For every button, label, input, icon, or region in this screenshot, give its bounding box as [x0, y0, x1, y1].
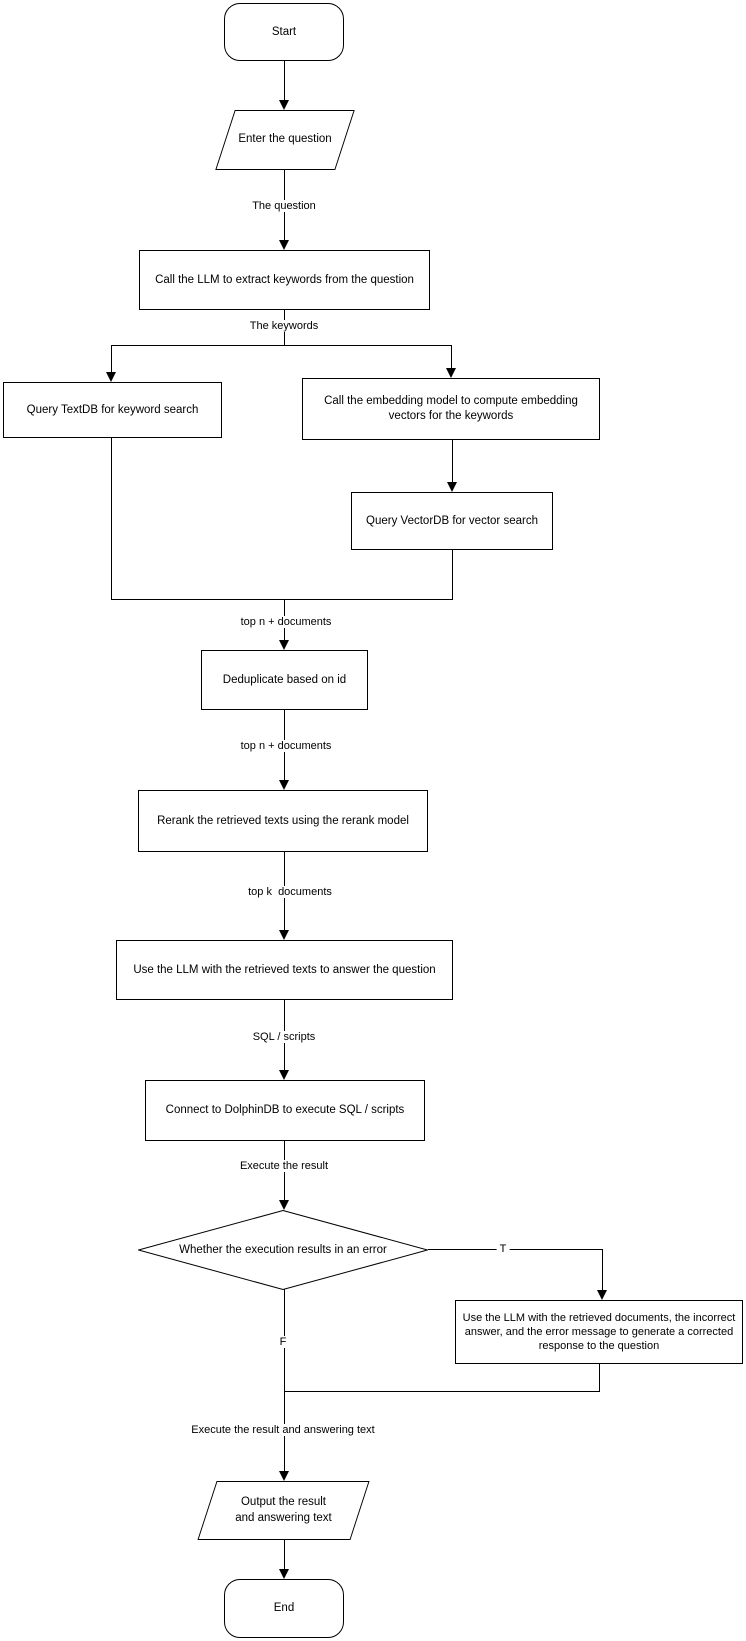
arrowhead-error-check	[279, 1200, 289, 1210]
node-rerank: Rerank the retrieved texts using the rer…	[138, 790, 428, 852]
node-query-vectordb: Query VectorDB for vector search	[351, 492, 553, 550]
flow-line-start-to-enter	[284, 61, 285, 103]
arrowhead-deduplicate	[279, 640, 289, 650]
node-deduplicate: Deduplicate based on id	[201, 650, 368, 710]
edge-label-execute-result: Execute the result	[236, 1160, 332, 1172]
flow-line-branch-merge	[111, 599, 453, 600]
node-query-textdb: Query TextDB for keyword search	[3, 382, 222, 438]
node-error-check-label: Whether the execution results in an erro…	[179, 1244, 387, 1256]
node-output-result-label: Output the result and answering text	[197, 1481, 370, 1540]
arrowhead-enter-question	[279, 100, 289, 110]
arrowhead-rerank	[279, 780, 289, 790]
edge-label-execute-result-answering: Execute the result and answering text	[188, 1424, 378, 1436]
arrowhead-query-textdb	[106, 372, 116, 382]
edge-label-the-keywords: The keywords	[246, 320, 322, 332]
node-end: End	[224, 1579, 344, 1638]
arrowhead-end	[279, 1569, 289, 1579]
flow-line-output-to-end	[284, 1540, 285, 1572]
flow-line-false-branch	[284, 1289, 285, 1474]
flow-line-correct-down	[599, 1364, 600, 1392]
node-connect-dolphindb: Connect to DolphinDB to execute SQL / sc…	[145, 1080, 425, 1141]
edge-label-top-n-documents-1: top n + documents	[237, 616, 335, 628]
node-output-result-line1: Output the result	[240, 1495, 327, 1508]
arrowhead-answer-question	[279, 930, 289, 940]
node-enter-question: Enter the question	[215, 110, 355, 170]
flow-line-embedding-to-vectordb	[452, 440, 453, 485]
arrowhead-connect-dolphindb	[279, 1070, 289, 1080]
flow-line-to-textdb	[111, 345, 112, 375]
flow-line-dolphindb-to-decision	[284, 1141, 285, 1203]
flow-line-branch-split	[111, 345, 452, 346]
edge-label-top-k-documents: top k documents	[245, 886, 335, 898]
node-answer-question: Use the LLM with the retrieved texts to …	[116, 940, 453, 1000]
node-correct-response: Use the LLM with the retrieved documents…	[455, 1300, 743, 1364]
flow-line-vectordb-down	[452, 550, 453, 600]
edge-label-false: F	[276, 1336, 290, 1348]
flow-line-to-embedding	[451, 345, 452, 371]
node-embedding-model: Call the embedding model to compute embe…	[302, 378, 600, 440]
edge-label-true: T	[496, 1243, 510, 1255]
flow-line-true-branch-h	[428, 1249, 602, 1250]
node-enter-question-label: Enter the question	[238, 133, 332, 146]
flow-line-correct-merge	[284, 1391, 600, 1392]
arrowhead-query-vectordb	[447, 482, 457, 492]
arrowhead-embedding-model	[446, 368, 456, 378]
node-output-result: Output the result and answering text	[197, 1481, 370, 1540]
edge-label-top-n-documents-2: top n + documents	[237, 740, 335, 752]
arrowhead-output-result	[279, 1471, 289, 1481]
node-error-check: Whether the execution results in an erro…	[138, 1210, 428, 1290]
edge-label-sql-scripts: SQL / scripts	[249, 1031, 319, 1043]
flow-line-textdb-down	[111, 438, 112, 600]
arrowhead-extract-keywords	[279, 240, 289, 250]
arrowhead-correct-response	[597, 1290, 607, 1300]
node-start: Start	[224, 3, 344, 61]
node-output-result-line2: and answering text	[235, 1511, 332, 1524]
node-extract-keywords: Call the LLM to extract keywords from th…	[139, 250, 430, 310]
decision-diamond-shape	[138, 1210, 428, 1290]
edge-label-the-question: The question	[249, 200, 319, 212]
flow-line-true-branch-v	[602, 1249, 603, 1293]
